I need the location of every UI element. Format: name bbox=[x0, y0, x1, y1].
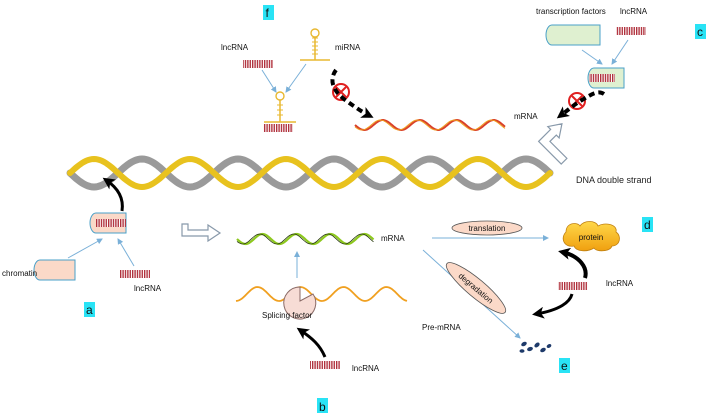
chromatin-shape bbox=[33, 259, 76, 281]
panel-f: f lncRNA miRNA bbox=[221, 5, 506, 132]
panel-a-tag: a bbox=[86, 303, 93, 317]
activation-arrow-e bbox=[532, 293, 574, 319]
lncrna-label-c: lncRNA bbox=[620, 7, 648, 16]
pre-mrna-label: Pre-mRNA bbox=[422, 323, 461, 332]
lncrna-bar-d bbox=[558, 282, 588, 290]
activation-arrow-d bbox=[558, 247, 588, 279]
panel-e-tag-bg bbox=[559, 358, 570, 373]
lncrna-bar-b bbox=[310, 361, 340, 369]
mrna-wave-f bbox=[354, 118, 506, 132]
lncrna-label-f: lncRNA bbox=[221, 43, 249, 52]
inhibition-symbol-c bbox=[568, 92, 586, 110]
lncrna-bar-f bbox=[243, 60, 273, 68]
inhibition-arrow-c bbox=[556, 90, 606, 119]
protein-label: protein bbox=[579, 233, 603, 242]
protein-cloud bbox=[562, 221, 620, 252]
panel-b-tag-bg bbox=[317, 398, 328, 413]
transcription-start-arrow bbox=[181, 223, 222, 243]
inhibition-symbol-f bbox=[332, 83, 350, 101]
translation-pill bbox=[451, 220, 523, 236]
lncrna-label-a: lncRNA bbox=[134, 284, 162, 293]
transcription-start-arrow-c bbox=[537, 122, 568, 165]
lncrna-bar-a bbox=[120, 270, 150, 278]
mrna-wave-center-dark bbox=[236, 233, 374, 245]
panel-f-tag-bg bbox=[263, 5, 274, 20]
mirna-bound-complex bbox=[263, 91, 296, 132]
dna-double-helix bbox=[66, 155, 554, 191]
degraded-fragments bbox=[519, 341, 552, 353]
mirna-label-f: miRNA bbox=[335, 43, 361, 52]
translation-label: translation bbox=[469, 224, 506, 233]
lncrna-bar-a-bound bbox=[96, 219, 126, 227]
mrna-label-center: mRNA bbox=[381, 234, 405, 243]
mrna-label-c: mRNA bbox=[514, 112, 538, 121]
lncrna-label-d: lncRNA bbox=[606, 279, 634, 288]
lncrna-bar-f-bound bbox=[263, 124, 293, 132]
chromatin-label: chromatin bbox=[2, 269, 37, 278]
dna-double-strand-label: DNA double strand bbox=[576, 175, 652, 185]
activation-arrow-b bbox=[296, 327, 327, 358]
panel-d-tag-bg bbox=[642, 217, 653, 232]
dna-strand-yellow bbox=[67, 155, 553, 191]
inhibition-arrow-f bbox=[330, 68, 374, 118]
panel-b-tag: b bbox=[319, 400, 326, 414]
panel-c-tag-bg bbox=[695, 24, 706, 39]
degradation-pill: degradation bbox=[445, 262, 507, 314]
mrna-wave-center bbox=[236, 232, 375, 246]
activation-arrow-a bbox=[102, 177, 124, 212]
panel-a-tag-bg bbox=[84, 302, 95, 317]
mirna-hairpin bbox=[300, 28, 330, 61]
panel-f-tag: f bbox=[266, 6, 270, 20]
mrna-wave-f-highlight bbox=[354, 119, 506, 131]
panel-a: a chromatin lncRNA bbox=[2, 177, 162, 317]
panel-b: b Splicing factor lncRNA bbox=[235, 251, 408, 414]
panel-d-tag: d bbox=[644, 218, 651, 232]
lncrna-bar-c-bound bbox=[589, 74, 615, 82]
panel-e-tag: e bbox=[561, 359, 568, 373]
panel-c: c transcription factors lncRNA mRNA bbox=[514, 7, 706, 165]
pre-mrna-wave bbox=[235, 286, 408, 302]
splicing-factor-shape bbox=[283, 286, 317, 320]
panel-d: d translation protein lncRNA bbox=[432, 217, 653, 319]
transcription-factors-label: transcription factors bbox=[536, 7, 606, 16]
panel-c-tag: c bbox=[697, 25, 703, 39]
lncrna-bar-c bbox=[616, 27, 646, 35]
transcription-factor-shape bbox=[545, 24, 601, 46]
splicing-factor-label: Splicing factor bbox=[262, 311, 313, 320]
lncrna-label-b: lncRNA bbox=[352, 364, 380, 373]
